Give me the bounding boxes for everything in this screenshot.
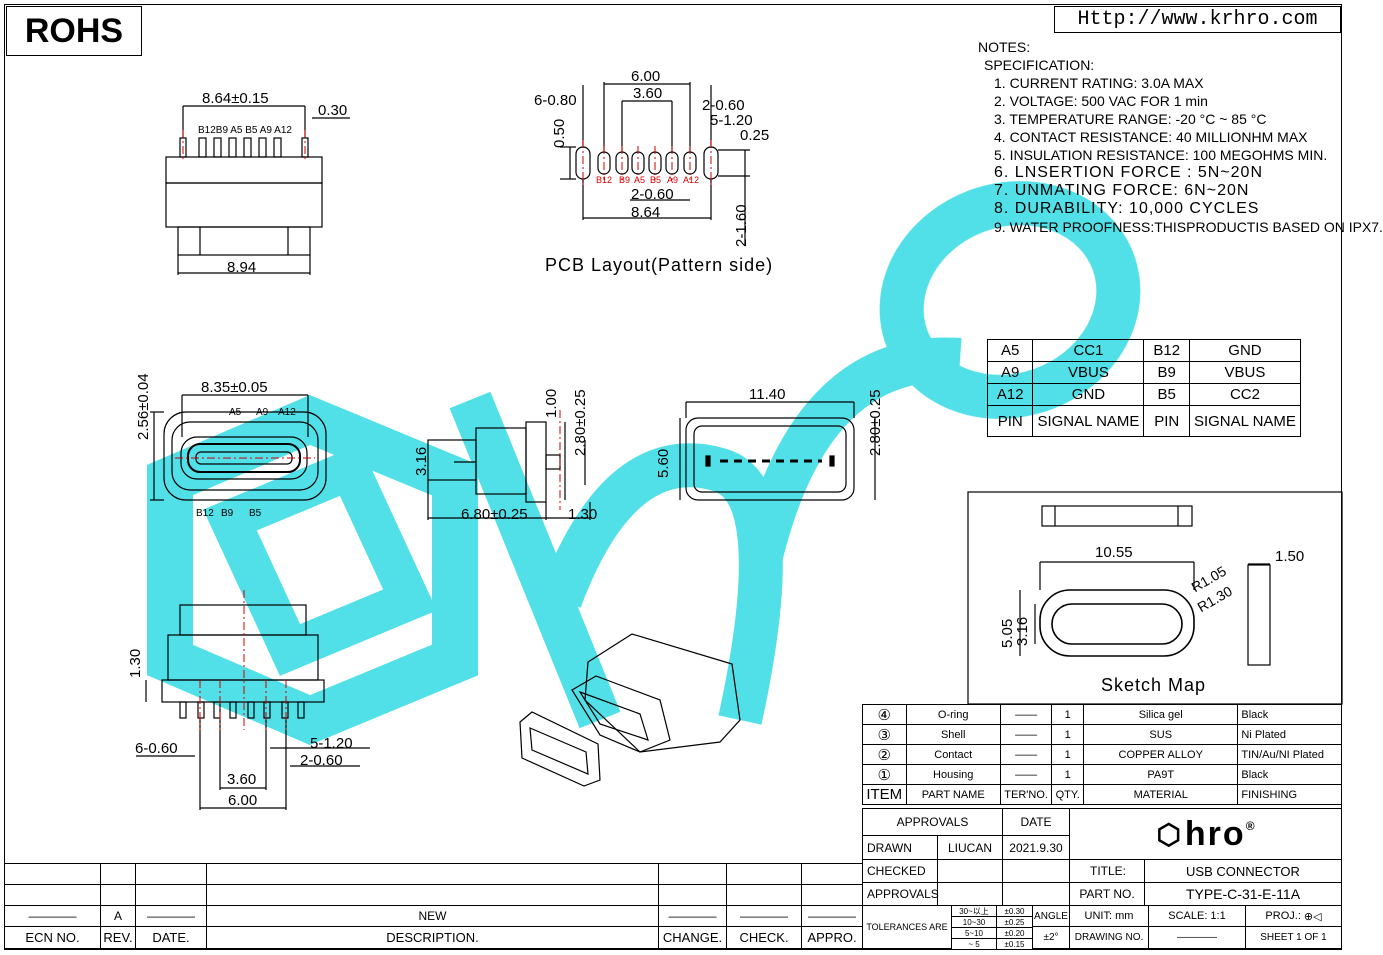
bottom-dim-5-120: 5-1.20 <box>310 735 353 752</box>
bottom-dim-600: 6.00 <box>228 792 258 809</box>
bottom-dim-2-060: 2-0.60 <box>300 752 343 769</box>
bom-cell: PART NAME <box>905 784 1001 805</box>
front-pin-b5: B5 <box>249 508 262 519</box>
pcb-pad-label: A5 <box>634 175 646 185</box>
tb-sheet: SHEET 1 OF 1 <box>1245 926 1342 949</box>
pin-table-cell: PIN <box>986 405 1034 437</box>
pcb-dim-6-080: 6-0.80 <box>534 92 577 109</box>
note-item: 5. INSULATION RESISTANCE: 100 MEGOHMS MI… <box>994 147 1328 163</box>
hro-logo-hex-icon: ⬡ <box>1156 818 1181 850</box>
bom-cell: MATERIAL <box>1083 784 1239 805</box>
pin-table-cell: B9 <box>1143 361 1190 384</box>
pcb-pad-label: B5 <box>650 175 662 185</box>
bom-cell: ③ <box>862 724 907 745</box>
bottom-dim-360: 3.60 <box>227 771 257 788</box>
hro-logo-text: hro <box>1184 814 1246 853</box>
sketch-dim-w: 10.55 <box>1095 544 1133 561</box>
bottom-dim-6-060: 6-0.60 <box>135 740 178 757</box>
pcb-dim-360: 3.60 <box>633 85 663 102</box>
bom-cell: Shell <box>905 724 1001 745</box>
note-item: 7. UNMATING FORCE: 6N~20N <box>994 182 1250 199</box>
pin-table-cell: CC2 <box>1188 383 1302 406</box>
rohs-label: ROHS <box>6 6 142 56</box>
note-item: 8. DURABILITY: 10,000 CYCLES <box>994 200 1260 217</box>
bom-cell: —— <box>999 724 1053 745</box>
front-dim-width: 8.35±0.05 <box>201 379 268 396</box>
note-item: 6. LNSERTION FORCE : 5N~20N <box>994 164 1263 181</box>
bom-cell: FINISHING <box>1237 784 1342 805</box>
note-item: 9. WATER PROOFNESS:THISPRODUCTIS BASED O… <box>994 219 1383 235</box>
front-pin-b9: B9 <box>221 508 234 519</box>
pcb-caption: PCB Layout(Pattern side) <box>545 255 774 275</box>
top-pin-labels: B12B9 A5 B5 A9 A12 <box>198 125 292 136</box>
notes-block: NOTES: SPECIFICATION: 1. CURRENT RATING:… <box>978 38 1383 236</box>
pcb-dim-600: 6.00 <box>631 68 661 85</box>
pin-table-cell: A5 <box>986 339 1034 362</box>
projection-symbol-icon: ⊕◁ <box>1303 910 1322 923</box>
bom-cell: TER'NO. <box>999 784 1053 805</box>
pcb-dim-864: 8.64 <box>631 204 661 221</box>
pin-table-cell: CC1 <box>1032 339 1145 362</box>
bom-cell: Black <box>1237 704 1342 725</box>
technical-drawing <box>136 82 1343 810</box>
bom-cell: SUS <box>1083 724 1239 745</box>
drawing-frame <box>4 4 1342 950</box>
dim-pin-width: 0.30 <box>318 102 348 119</box>
note-item: 4. CONTACT RESISTANCE: 40 MILLIONHM MAX <box>994 129 1308 145</box>
tb-proj-label: PROJ.: <box>1265 910 1301 922</box>
pcb-dim-025: 0.25 <box>740 127 770 144</box>
bom-cell: COPPER ALLOY <box>1083 744 1239 765</box>
pin-table-cell: SIGNAL NAME <box>1032 405 1145 437</box>
note-item: 1. CURRENT RATING: 3.0A MAX <box>994 75 1204 91</box>
pcb-pad-label: A9 <box>667 175 679 185</box>
notes-heading: NOTES: <box>978 39 1031 55</box>
sketch-dim-t: 1.50 <box>1275 548 1305 565</box>
spec-heading: SPECIFICATION: <box>984 57 1095 73</box>
pcb-pad-label: B9 <box>619 175 631 185</box>
dim-bottom-width: 8.94 <box>227 259 257 276</box>
bom-cell: —— <box>999 744 1053 765</box>
pin-table-cell: SIGNAL NAME <box>1188 405 1302 437</box>
pin-table-cell: PIN <box>1143 405 1190 437</box>
sketch-caption: Sketch Map <box>1101 675 1207 695</box>
bom-cell: ITEM <box>862 784 907 805</box>
dim-top-width: 8.64±0.15 <box>202 90 269 107</box>
pcb-pad-label: A12 <box>683 175 700 185</box>
pcb-dim-5-120: 5-1.20 <box>710 112 753 129</box>
rear-dim-width: 11.40 <box>749 386 786 403</box>
registered-icon: ® <box>1245 819 1255 833</box>
bom-cell: QTY. <box>1051 784 1085 805</box>
bom-cell: TIN/Au/NI Plated <box>1237 744 1342 765</box>
pcb-dim-2-060: 2-0.60 <box>702 97 745 114</box>
revision-cell: APPRO. <box>801 926 863 949</box>
website-url[interactable]: Http://www.krhro.com <box>1054 6 1341 33</box>
notes-list: 1. CURRENT RATING: 3.0A MAX 2. VOLTAGE: 5… <box>978 74 1383 236</box>
note-item: 2. VOLTAGE: 500 VAC FOR 1 min <box>994 93 1208 109</box>
note-item: 3. TEMPERATURE RANGE: -20 °C ~ 85 °C <box>994 111 1267 127</box>
pcb-dim-2-060b: 2-0.60 <box>631 186 674 203</box>
front-pin-b12: B12 <box>196 508 214 519</box>
